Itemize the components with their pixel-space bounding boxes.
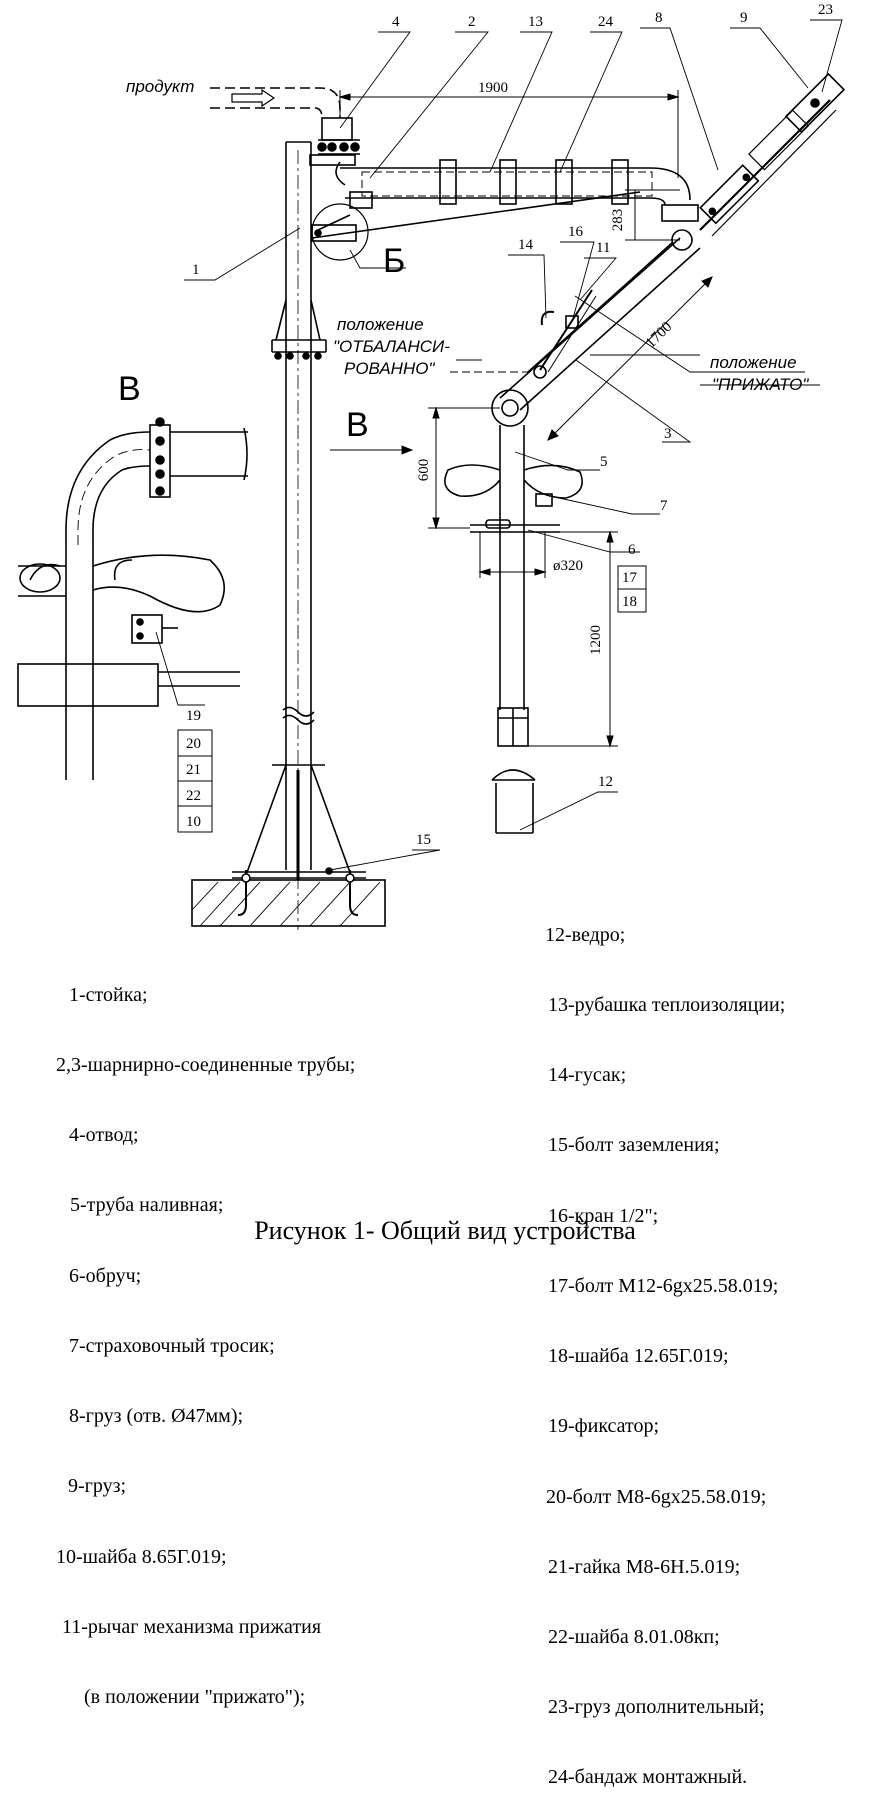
dim-1900: 1900	[478, 80, 508, 96]
callout-18: 18	[622, 594, 637, 610]
dim-1700: 1700	[643, 319, 676, 352]
callout-11: 11	[596, 240, 610, 256]
callout-3: 3	[664, 426, 672, 442]
product-label: продукт	[126, 77, 194, 96]
legend-item: 14-гусак;	[548, 1064, 627, 1087]
dim-1200: 1200	[588, 625, 604, 655]
view-label-b: Б	[383, 242, 405, 280]
product-inlet	[210, 87, 360, 166]
legend-item: 7-страховочный тросик;	[69, 1334, 275, 1357]
callout-9: 9	[740, 10, 748, 26]
callout-2: 2	[468, 14, 476, 30]
legend-item: 6-обруч;	[69, 1264, 142, 1287]
legend-item: (в положении "прижато");	[84, 1686, 306, 1708]
detail-circle-b	[311, 203, 369, 261]
position-balanced-line3: РОВАННО"	[344, 359, 435, 378]
callout-8: 8	[655, 10, 663, 26]
horizontal-arm	[311, 159, 699, 242]
callout-7: 7	[660, 498, 668, 514]
position-balanced-line1: положение	[337, 315, 424, 334]
legend-item: 23-груз дополнительный;	[548, 1696, 765, 1719]
legend-right: 12-ведро; 13-рубашка теплоизоляции; 14-г…	[545, 877, 785, 1813]
legend-item: 1-стойка;	[69, 983, 148, 1006]
legend-item: 11-рычаг механизма прижатия	[62, 1615, 322, 1638]
callout-24: 24	[598, 14, 614, 30]
legend-item: 21-гайка М8-6Н.5.019;	[548, 1555, 741, 1578]
legend-item: 4-отвод;	[69, 1124, 139, 1147]
position-balanced-line2: "ОТБАЛАНСИ-	[333, 337, 450, 356]
legend-item: 2,3-шарнирно-соединенные трубы;	[56, 1054, 356, 1077]
dimension-lines	[338, 90, 713, 748]
legend-item: 20-болт М8-6gx25.58.019;	[546, 1485, 767, 1508]
callout-12: 12	[598, 774, 613, 790]
legend-item: 12-ведро;	[545, 923, 626, 946]
legend-item: 19-фиксатор;	[548, 1415, 660, 1438]
fill-pipe	[444, 425, 583, 834]
callout-tables	[177, 565, 647, 833]
figure-caption: Рисунок 1- Общий вид устройства	[254, 1216, 636, 1245]
legend-item: 5-труба наливная;	[70, 1194, 224, 1217]
callout-23: 23	[818, 2, 833, 18]
legend-left: 1-стойка; 2,3-шарнирно-соединенные трубы…	[56, 937, 355, 1733]
view-label-v-left: В	[118, 370, 141, 408]
callout-5: 5	[600, 454, 608, 470]
callout-13: 13	[528, 14, 543, 30]
callout-17: 17	[622, 570, 638, 586]
legend-item: 15-болт заземления;	[548, 1134, 720, 1157]
position-pressed-line2: "ПРИЖАТО"	[712, 375, 809, 394]
callout-10: 10	[186, 814, 201, 830]
callout-19: 19	[186, 708, 201, 724]
callout-20: 20	[186, 736, 201, 752]
dim-283: 283	[610, 209, 626, 232]
dim-600: 600	[416, 459, 432, 482]
detail-view-v	[17, 417, 248, 780]
legend-item: 8-груз (отв. Ø47мм);	[69, 1405, 244, 1428]
leader-lines	[155, 19, 843, 871]
legend-item: 9-груз;	[68, 1475, 127, 1498]
legend-item: 10-шайба 8.65Г.019;	[56, 1545, 227, 1568]
callout-4: 4	[392, 14, 400, 30]
legend-item: 24-бандаж монтажный.	[548, 1766, 748, 1789]
legend-item: 13-рубашка теплоизоляции;	[548, 994, 786, 1017]
callout-21: 21	[186, 762, 201, 778]
callout-1: 1	[192, 262, 200, 278]
callout-15: 15	[416, 832, 431, 848]
dim-320: ø320	[553, 558, 583, 574]
callout-22: 22	[186, 788, 201, 804]
callout-6: 6	[628, 542, 636, 558]
callout-16: 16	[568, 224, 584, 240]
legend-item: 22-шайба 8.01.08кп;	[548, 1626, 720, 1648]
legend-item: 17-болт М12-6gx25.58.019;	[548, 1274, 779, 1297]
legend-item: 18-шайба 12.65Г.019;	[548, 1345, 729, 1368]
legend-item: 16-кран 1/2";	[548, 1204, 659, 1227]
technical-drawing: продукт 1900 283 1700 600 ø320 1200 Б В …	[17, 2, 846, 930]
position-pressed-line1: положение	[710, 353, 797, 372]
callout-14: 14	[518, 237, 534, 253]
inclined-arm	[491, 72, 846, 427]
view-label-v-arrow: В	[346, 406, 369, 444]
stand-column	[191, 141, 386, 930]
